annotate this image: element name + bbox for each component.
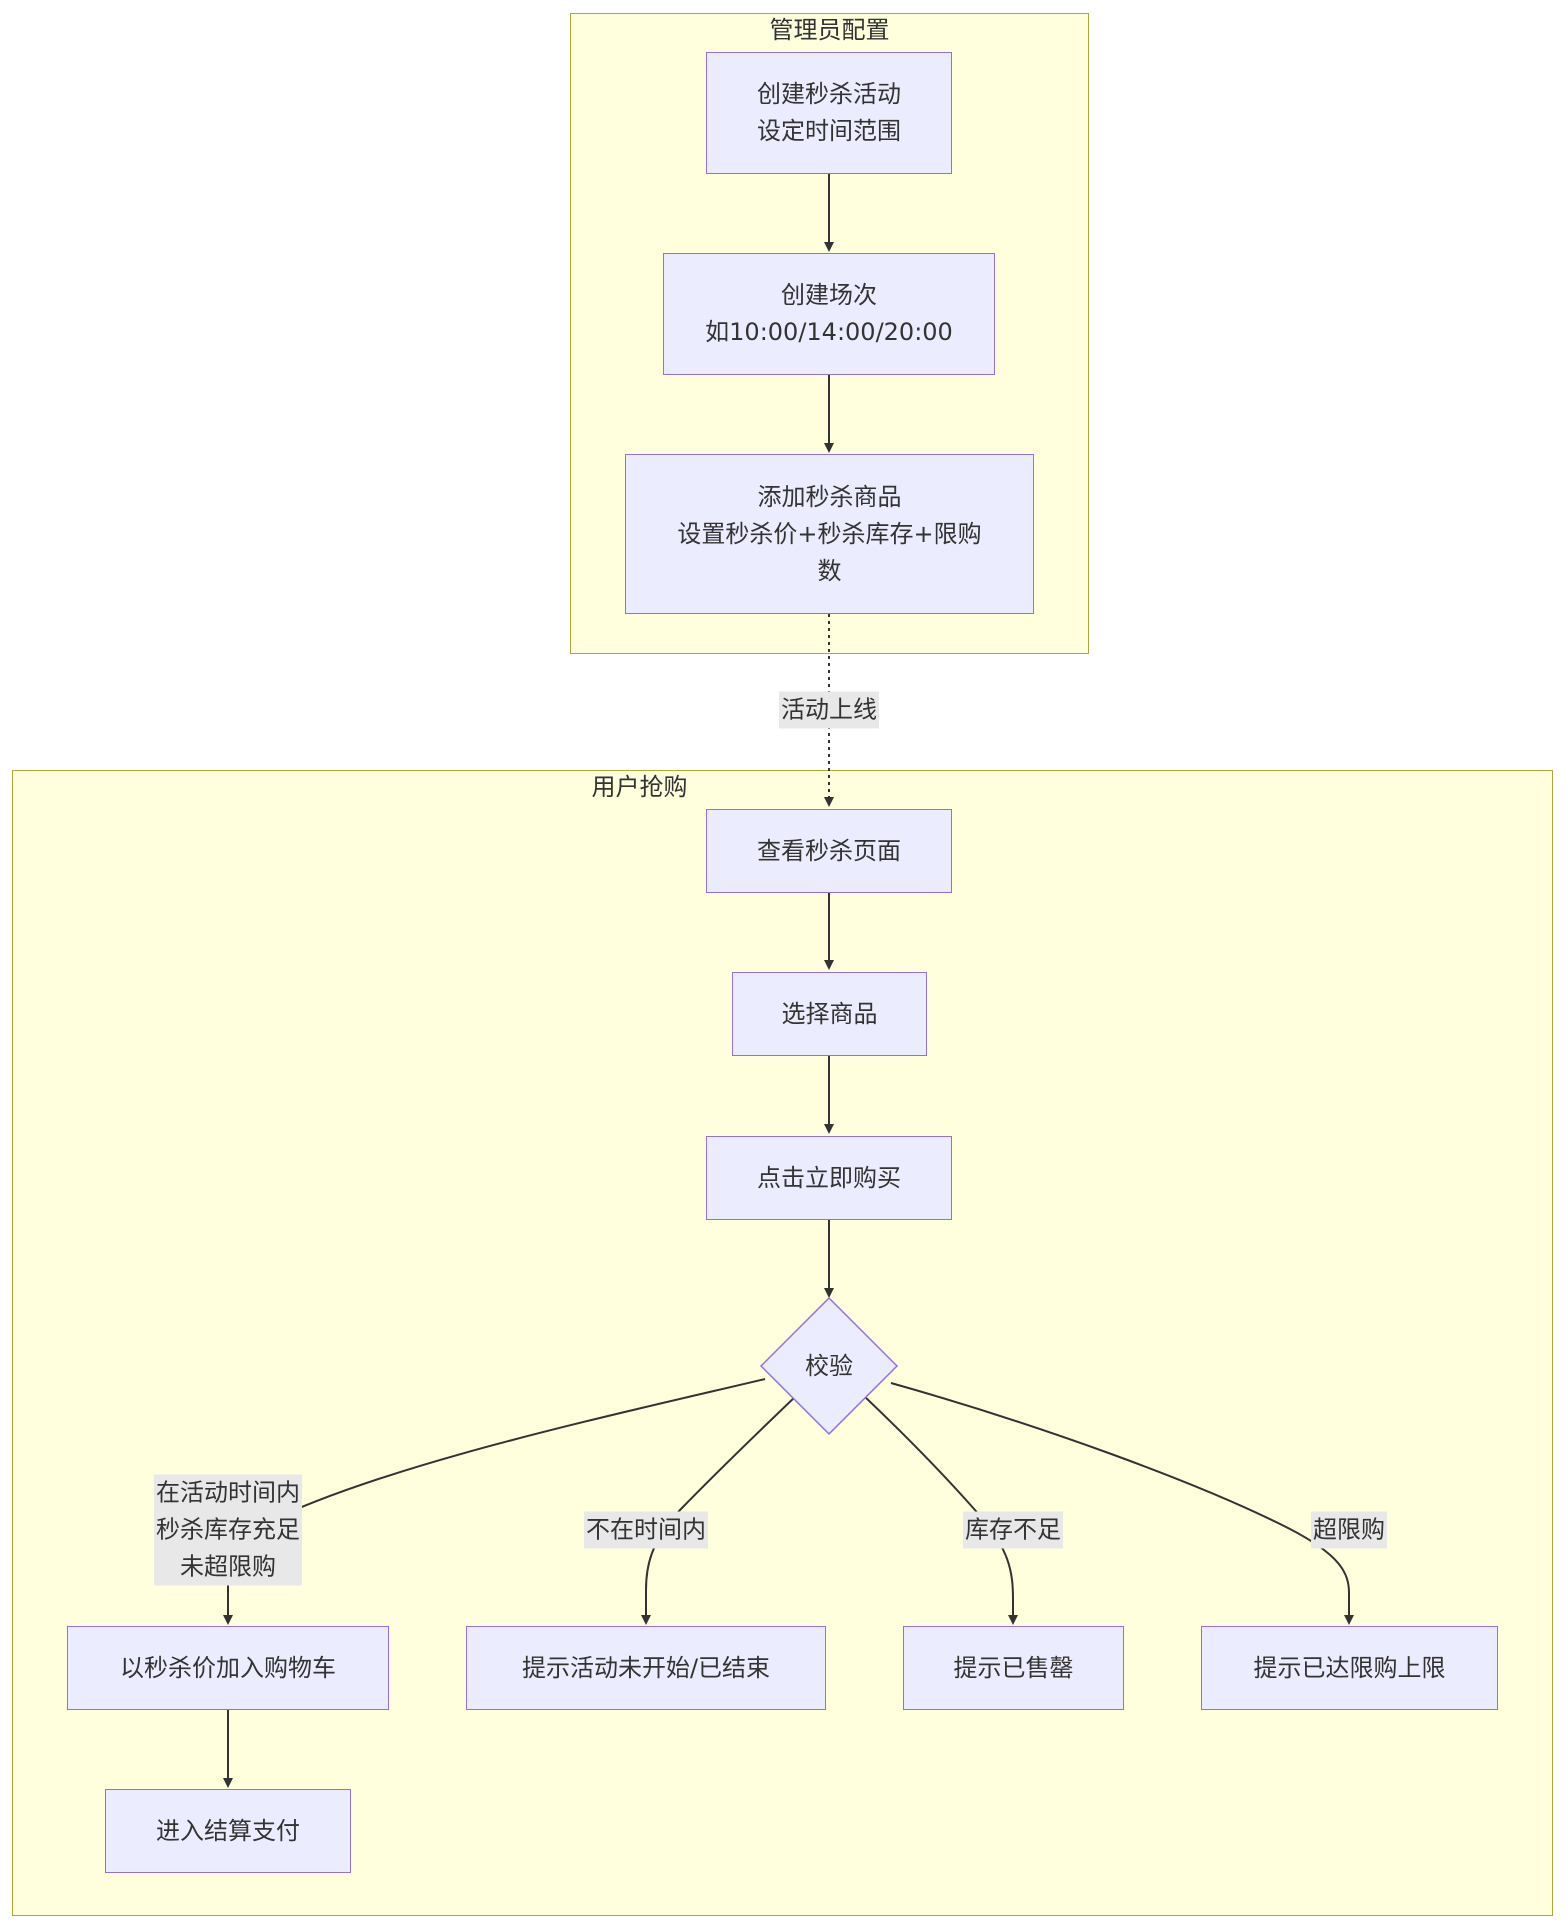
node-checkout: 进入结算支付 [105,1789,351,1873]
node-sold-out: 提示已售罄 [903,1626,1124,1710]
node-not-in-time: 提示活动未开始/已结束 [466,1626,826,1710]
node-click-buy: 点击立即购买 [706,1136,952,1220]
edge-label-ok: 在活动时间内 秒杀库存充足 未超限购 [154,1474,302,1586]
edge-check-to-sold-out [863,1395,1018,1625]
edge-check-to-not-time [641,1395,797,1625]
edge-check-to-limit [890,1382,1354,1625]
node-check-label: 校验 [805,1352,853,1380]
node-create-activity: 创建秒杀活动 设定时间范围 [706,52,952,174]
cluster-user-purchase: 用户抢购 [12,770,1553,1916]
node-view-page: 查看秒杀页面 [706,809,952,893]
check-diamond [759,1296,899,1436]
node-add-goods: 添加秒杀商品 设置秒杀价+秒杀库存+限购 数 [625,454,1034,614]
edge-label-online: 活动上线 [779,691,879,729]
edge-label-over-limit: 超限购 [1311,1511,1387,1549]
edge-label-not-time: 不在时间内 [584,1511,708,1549]
cluster-user-title: 用户抢购 [591,773,688,801]
node-add-cart: 以秒杀价加入购物车 [67,1626,389,1710]
node-limit-reached: 提示已达限购上限 [1201,1626,1498,1710]
cluster-admin-title: 管理员配置 [769,16,890,44]
node-select-goods: 选择商品 [732,972,927,1056]
node-create-session: 创建场次 如10:00/14:00/20:00 [663,253,995,375]
edge-check-to-add-cart [223,1378,766,1625]
edge-label-no-stock: 库存不足 [963,1511,1063,1549]
